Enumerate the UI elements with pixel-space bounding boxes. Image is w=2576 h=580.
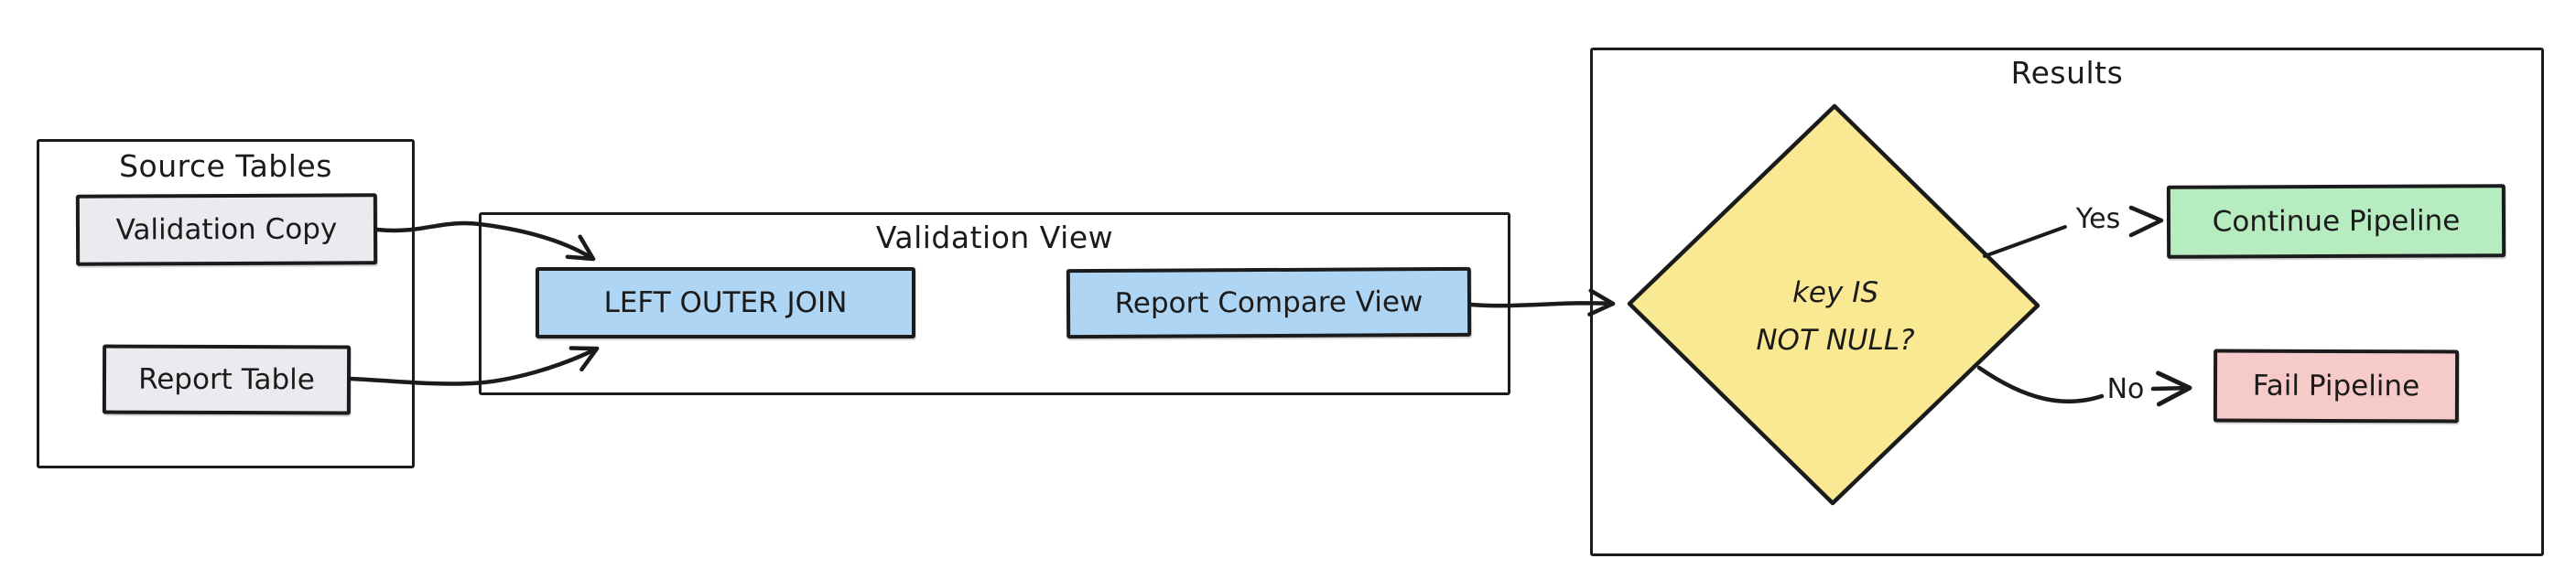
edge-label-no: No	[2106, 373, 2145, 405]
node-fail-pipeline: Fail Pipeline	[2213, 349, 2460, 424]
node-left-outer-join-label: LEFT OUTER JOIN	[603, 286, 848, 319]
group-source-tables	[37, 139, 415, 468]
decision-label-line2: NOT NULL?	[1756, 324, 1915, 357]
node-report-table: Report Table	[102, 344, 352, 415]
node-validation-copy: Validation Copy	[75, 193, 378, 266]
node-left-outer-join: LEFT OUTER JOIN	[536, 267, 915, 338]
node-report-compare-view-label: Report Compare View	[1114, 285, 1423, 320]
node-report-table-label: Report Table	[138, 362, 315, 397]
node-fail-pipeline-label: Fail Pipeline	[2252, 369, 2420, 403]
node-continue-pipeline: Continue Pipeline	[2166, 184, 2506, 259]
group-title-validation-view: Validation View	[875, 220, 1114, 255]
group-title-source-tables: Source Tables	[119, 148, 332, 184]
edge-label-yes: Yes	[2075, 203, 2121, 235]
node-report-compare-view: Report Compare View	[1066, 266, 1472, 339]
node-validation-copy-label: Validation Copy	[115, 212, 338, 247]
decision-label: key IS NOT NULL?	[1675, 269, 1996, 364]
node-continue-pipeline-label: Continue Pipeline	[2212, 204, 2461, 239]
group-title-results: Results	[2010, 55, 2124, 91]
decision-label-line1: key IS	[1791, 276, 1879, 309]
